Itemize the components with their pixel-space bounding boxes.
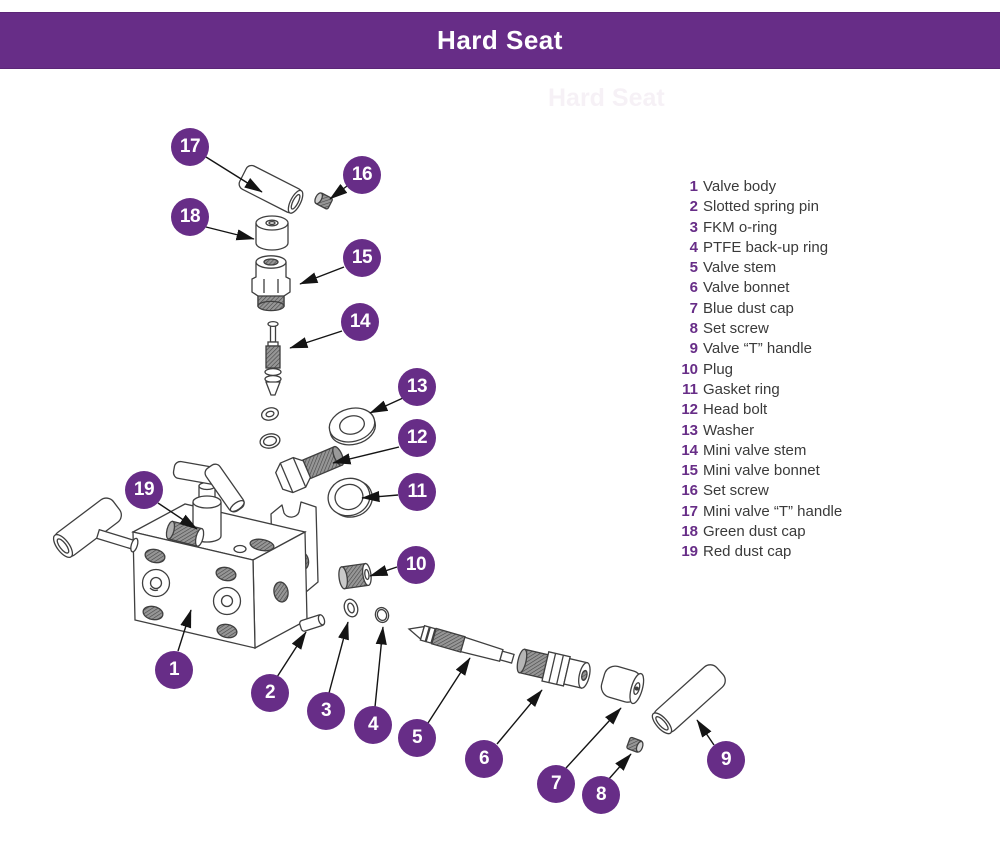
callout-3: 3 — [307, 692, 345, 730]
callout-11: 11 — [398, 473, 436, 511]
callout-4: 4 — [354, 706, 392, 744]
callout-16: 16 — [343, 156, 381, 194]
callout-13: 13 — [398, 368, 436, 406]
callout-6: 6 — [465, 740, 503, 778]
callout-17: 17 — [171, 128, 209, 166]
callout-19: 19 — [125, 471, 163, 509]
callout-8: 8 — [582, 776, 620, 814]
callout-10: 10 — [397, 546, 435, 584]
callout-5: 5 — [398, 719, 436, 757]
page-title: Hard Seat — [437, 25, 563, 55]
callout-9: 9 — [707, 741, 745, 779]
callout-12: 12 — [398, 419, 436, 457]
callout-7: 7 — [537, 765, 575, 803]
header-bar: Hard Seat — [0, 12, 1000, 69]
callout-18: 18 — [171, 198, 209, 236]
watermark-text: Hard Seat — [548, 84, 665, 112]
callout-2: 2 — [251, 674, 289, 712]
callout-14: 14 — [341, 303, 379, 341]
callout-1: 1 — [155, 651, 193, 689]
callout-15: 15 — [343, 239, 381, 277]
